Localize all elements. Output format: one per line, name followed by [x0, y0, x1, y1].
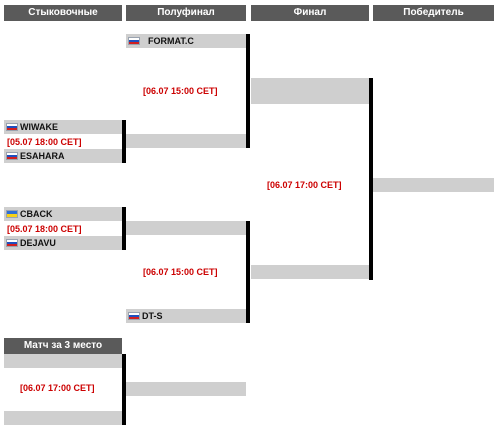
russia-flag-icon: [128, 312, 140, 320]
semifinal-1-slot-1: [126, 34, 246, 48]
playoff-2-slot-2: [4, 236, 122, 250]
playoff-2-slot-1: [4, 207, 122, 221]
bracket-connector: [122, 207, 126, 250]
third-place-result-slot: [126, 382, 246, 396]
team-name-cback: CBACK: [20, 209, 53, 219]
russia-flag-icon: [6, 152, 18, 160]
bracket-connector: [122, 120, 126, 163]
team-name-dts: DT-S: [142, 311, 163, 321]
header-playoff: Стыковочные: [4, 5, 122, 21]
playoff-1-slot-2: [4, 149, 122, 163]
team-name-wiwake: WIWAKE: [20, 122, 58, 132]
header-winner: Победитель: [373, 5, 494, 21]
team-entry-dejavu[interactable]: DEJAVU: [4, 236, 122, 250]
team-name-dejavu: DEJAVU: [20, 238, 56, 248]
semifinal-2-slot-1: [126, 221, 246, 235]
third-place-slot-2: [4, 411, 122, 425]
team-name-formatc: FORMAT.C: [148, 36, 194, 46]
third-place-slot-1: [4, 354, 122, 368]
bracket-connector: [246, 221, 250, 323]
russia-flag-icon: [6, 239, 18, 247]
header-final: Финал: [251, 5, 369, 21]
winner-slot: [373, 178, 494, 192]
semifinal-2-slot-2: [126, 309, 246, 323]
final-slot-1: [251, 78, 369, 104]
third-place-time: [06.07 17:00 CET]: [20, 383, 95, 393]
russia-flag-icon: [128, 37, 140, 45]
final-slot-2: [251, 265, 369, 279]
semifinal-1-slot-2: [126, 134, 246, 148]
final-time: [06.07 17:00 CET]: [267, 180, 342, 190]
playoff-1-time: [05.07 18:00 CET]: [7, 137, 82, 147]
playoff-1-slot-1: [4, 120, 122, 134]
team-entry-dts[interactable]: DT-S: [126, 309, 246, 323]
bracket-connector: [369, 78, 373, 280]
team-entry-wiwake[interactable]: WIWAKE: [4, 120, 122, 134]
semifinal-2-time: [06.07 15:00 CET]: [143, 267, 218, 277]
team-entry-esahara[interactable]: ESAHARA: [4, 149, 122, 163]
bracket-connector: [122, 354, 126, 425]
header-third-place: Матч за 3 место: [4, 338, 122, 354]
team-name-esahara: ESAHARA: [20, 151, 65, 161]
team-entry-formatc[interactable]: FORMAT.C: [126, 34, 246, 48]
header-semifinal: Полуфинал: [126, 5, 246, 21]
playoff-2-time: [05.07 18:00 CET]: [7, 224, 82, 234]
ukraine-flag-icon: [6, 210, 18, 218]
bracket-connector: [246, 34, 250, 148]
russia-flag-icon: [6, 123, 18, 131]
team-entry-cback[interactable]: CBACK: [4, 207, 122, 221]
semifinal-1-time: [06.07 15:00 CET]: [143, 86, 218, 96]
